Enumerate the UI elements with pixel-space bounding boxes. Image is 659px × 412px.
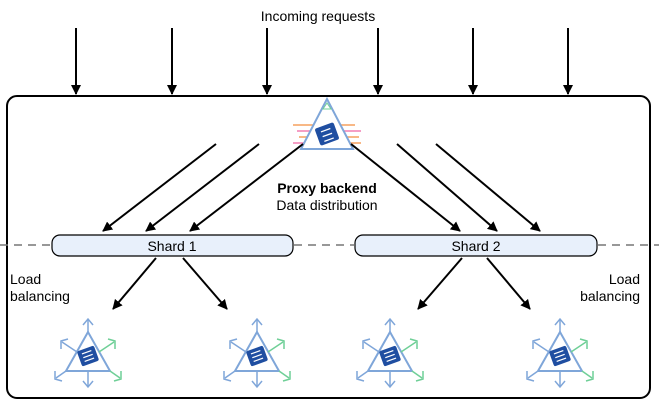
proxy-to-shard-arrows [102,143,541,232]
load-balancing-right-line2: balancing [580,288,640,304]
shard-2: Shard 2 [354,234,598,257]
shard-to-replica-arrows [112,257,531,310]
proxy-subtitle: Data distribution [276,197,377,213]
shard-1-label: Shard 1 [147,238,196,254]
cluster-container [6,95,651,399]
load-balancing-left-line1: Load [10,271,41,287]
proxy-node-icon [292,98,362,150]
shard-1: Shard 1 [51,234,294,257]
load-balancing-right-line1: Load [609,271,640,287]
replica-node-icon [356,318,424,388]
diagram-title: Incoming requests [261,8,375,24]
shard-2-label: Shard 2 [451,238,500,254]
replica-node-icon [526,318,594,388]
load-balancing-left-line2: balancing [10,288,70,304]
replica-node-icon [223,318,291,388]
proxy-name: Proxy backend [277,180,377,196]
incoming-request-arrows [71,28,573,95]
replica-node-icon [54,318,122,388]
